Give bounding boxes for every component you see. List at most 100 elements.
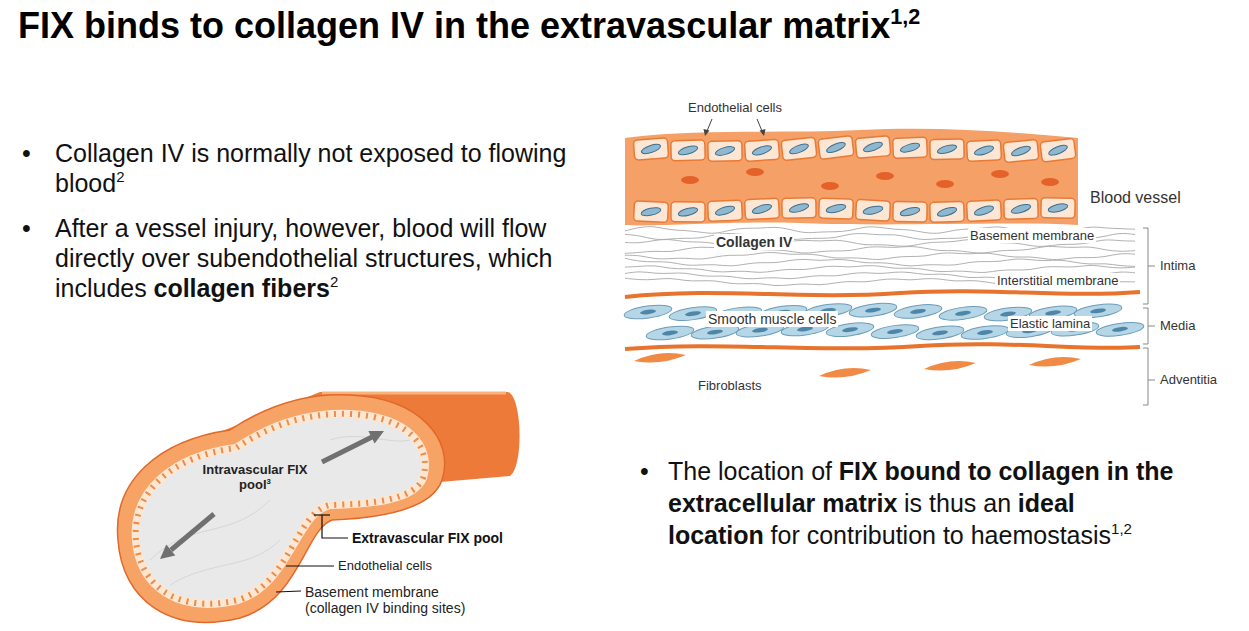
collagen-fibre [625, 265, 1135, 272]
cell-nucleus [1010, 144, 1031, 158]
bullet-mark: • [640, 457, 649, 485]
cell-nucleus [1047, 143, 1068, 157]
cell-nucleus [640, 142, 661, 155]
diagram-label-block: Extravascular FIX pool [352, 530, 503, 547]
cell-nucleus [842, 326, 858, 333]
diagram-label: Intravascular FIX pool [203, 462, 308, 492]
endothelial-cell-dots [136, 414, 425, 604]
cell-nucleus [1090, 308, 1106, 315]
endothelial-cell [856, 199, 891, 221]
vessel-lumen [136, 414, 425, 604]
endothelial-cell [855, 136, 891, 159]
endothelial-cell [708, 200, 743, 221]
endothelial-cell [966, 200, 1001, 222]
endothelial-cell-body [781, 137, 817, 161]
fibroblast [924, 361, 976, 371]
endothelial-cell [893, 137, 928, 158]
diagram-label: Interstitial membrane [995, 273, 1120, 288]
cell-nucleus [677, 206, 698, 218]
cell-nucleus [932, 330, 948, 337]
endothelial-cell-body [1004, 198, 1039, 219]
endothelial-cell-body [1003, 139, 1039, 162]
fibroblast [634, 353, 686, 363]
endothelial-cell-body [708, 141, 742, 162]
smooth-muscle-body [960, 323, 1009, 342]
diagram-label: Endothelial cells [688, 100, 782, 115]
endothelial-cell-body [856, 199, 891, 221]
blood-vessel-band [625, 129, 1078, 226]
smooth-muscle-body [645, 324, 694, 343]
endothelial-cell [1040, 138, 1076, 162]
diagram-label: Basement membrane (collagen IV binding s… [305, 584, 465, 616]
endothelial-cell-body [671, 140, 706, 161]
cell-nucleus [751, 203, 772, 216]
endothelial-cell [633, 138, 668, 160]
diagram-label: Fibroblasts [698, 378, 762, 393]
reference-number: 1,2 [1111, 520, 1132, 537]
collagen-fibre [625, 253, 1135, 260]
cell-nucleus [865, 307, 881, 314]
cell-nucleus [1047, 202, 1068, 214]
arrowhead [368, 431, 384, 444]
leader-line [286, 566, 334, 567]
endothelial-cell-body [708, 200, 743, 221]
endothelial-cell-body [966, 200, 1001, 222]
endothelial-cell [708, 141, 742, 162]
endothelial-cell-body [745, 198, 780, 220]
endothelial-cell-body [819, 198, 854, 219]
smooth-muscle-cell [893, 302, 942, 321]
vessel-tube [117, 392, 519, 622]
cell-nucleus [955, 310, 971, 317]
diagram-label-block: Collagen IV [714, 234, 794, 251]
endothelial-cell [1004, 198, 1039, 219]
bullet-mark-block: • [22, 213, 31, 243]
elastic-lamina-line [625, 344, 1140, 349]
reference-number: 3 [267, 477, 271, 486]
smooth-muscle-cell [645, 324, 694, 343]
endothelial-cell-body [744, 139, 779, 161]
bullet-text: is thus an [904, 489, 1011, 517]
endothelial-cell [930, 139, 964, 160]
endothelial-cell [634, 201, 669, 223]
layer-bracket [1143, 228, 1155, 304]
diagram-label-block: Basement membrane (collagen IV binding s… [305, 584, 489, 616]
cell-nucleus [640, 206, 661, 217]
smooth-muscle-body [848, 301, 897, 320]
cell-nucleus [862, 140, 883, 153]
diagram-label-block: Endothelial cells [338, 558, 432, 574]
slide-title: FIX binds to collagen IV in the extravas… [18, 5, 890, 46]
cell-nucleus [714, 145, 735, 157]
cell-nucleus [899, 141, 920, 154]
cell-nucleus [936, 143, 957, 155]
diagram-label-block: Intravascular FIX pool3 [200, 462, 310, 494]
flow-arrow [322, 437, 372, 462]
bullet-mark-block: • [22, 138, 31, 168]
bullet-mark: • [22, 214, 31, 242]
red-blood-cell [876, 172, 894, 180]
vessel-detail [623, 136, 1144, 378]
pointer-line [757, 119, 762, 131]
smooth-muscle-body [870, 322, 919, 341]
endothelial-cell [671, 140, 706, 161]
bullet-text-block: Collagen IV is normally not exposed to f… [55, 138, 610, 202]
cell-nucleus [752, 327, 768, 334]
diagram-label: Elastic lamina [1008, 316, 1092, 331]
endothelial-cell [781, 137, 817, 161]
smooth-muscle-body [1095, 320, 1144, 339]
cell-nucleus [751, 144, 772, 157]
collagen-fibre [625, 246, 1135, 253]
smooth-muscle-body [915, 324, 964, 343]
reference-number: 2 [330, 273, 338, 290]
endothelial-cell-body [893, 137, 928, 158]
cell-nucleus [685, 310, 701, 317]
tube-highlight [322, 392, 506, 395]
smooth-muscle-cell [1095, 320, 1144, 339]
endothelial-cell [893, 201, 927, 222]
endothelial-cell-body [930, 201, 965, 222]
endothelial-cell-body [671, 202, 705, 222]
endothelial-cell-body [967, 140, 1002, 162]
endothelial-cell-body [1040, 138, 1076, 162]
cell-nucleus [887, 328, 903, 335]
endothelial-cell-body [930, 139, 964, 160]
endothelial-cell [819, 198, 854, 219]
